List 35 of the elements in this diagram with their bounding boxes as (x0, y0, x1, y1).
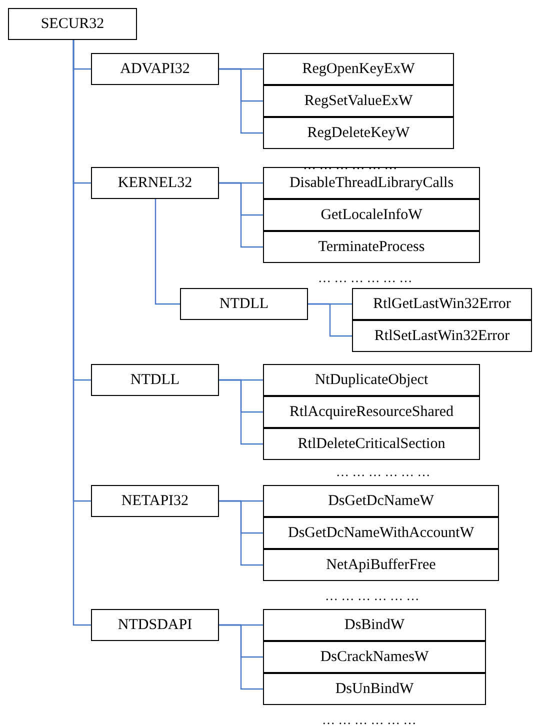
connector-line (308, 303, 352, 337)
connector-line (219, 182, 263, 248)
tree-node-box: DsGetDcNameW (263, 485, 499, 517)
connector-line (219, 379, 263, 445)
ellipsis-note: … … … … … … (318, 271, 412, 284)
tree-node-box: TerminateProcess (263, 231, 480, 263)
tree-node-box: RegSetValueExW (263, 85, 454, 117)
connector-line (219, 500, 263, 566)
tree-node-box: NTDSDAPI (91, 609, 219, 641)
tree-node-box: NTDLL (180, 288, 308, 320)
tree-node-box: DsBindW (263, 609, 486, 641)
tree-node-box: RtlSetLastWin32Error (352, 320, 532, 352)
connector-line (219, 68, 263, 134)
tree-node-box: DsUnBindW (263, 673, 486, 705)
tree-node-box: NtDuplicateObject (263, 364, 480, 396)
tree-node-box: GetLocaleInfoW (263, 199, 480, 231)
ellipsis-note: … … … … … … (322, 713, 416, 726)
connector-line (219, 624, 263, 690)
tree-node-box: RtlAcquireResourceShared (263, 396, 480, 428)
tree-node-box: KERNEL32 (91, 167, 219, 199)
tree-node-box: ADVAPI32 (91, 53, 219, 85)
tree-node-box: RtlGetLastWin32Error (352, 288, 532, 320)
tree-node-box: RegDeleteKeyW (263, 117, 454, 149)
tree-node-box: NTDLL (91, 364, 219, 396)
ellipsis-note: … … … … … … (325, 589, 420, 602)
ellipsis-note: … … … … … … (336, 465, 430, 478)
tree-node-box: NETAPI32 (91, 485, 219, 517)
tree-node-box: NetApiBufferFree (263, 549, 499, 581)
tree-node-box: RegOpenKeyExW (263, 53, 454, 85)
connector-line (154, 199, 180, 305)
tree-node-box: RtlDeleteCriticalSection (263, 428, 480, 460)
tree-node-box: DsCrackNamesW (263, 641, 486, 673)
tree-node-box: DsGetDcNameWithAccountW (263, 517, 499, 549)
root-box: SECUR32 (8, 8, 137, 40)
connector-line (72, 40, 91, 626)
